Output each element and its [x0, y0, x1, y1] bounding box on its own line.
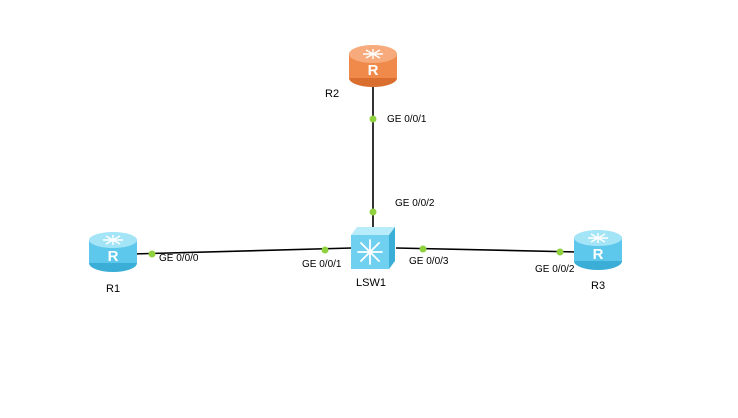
port-dot-lsw1-ge001 — [321, 246, 329, 254]
switch-lsw1[interactable] — [351, 227, 395, 269]
device-label-r1: R1 — [106, 283, 121, 295]
port-label-r2-ge001: GE 0/0/1 — [387, 114, 427, 125]
router-r1[interactable]: R — [89, 232, 137, 272]
port-label-lsw1-ge003: GE 0/0/3 — [409, 256, 449, 267]
port-dot-r1-ge000 — [148, 250, 156, 258]
port-dot-lsw1-ge002 — [369, 208, 377, 216]
port-label-r3-ge002: GE 0/0/2 — [535, 264, 575, 275]
router-arrows-icon — [363, 49, 383, 59]
router-arrows-icon — [588, 233, 608, 243]
router-r2[interactable]: R — [349, 45, 397, 87]
router-arrows-icon — [103, 235, 123, 245]
port-label-r1-ge000: GE 0/0/0 — [159, 253, 199, 264]
port-label-lsw1-ge002: GE 0/0/2 — [395, 198, 435, 209]
router-r3[interactable]: R — [574, 230, 622, 270]
port-label-lsw1-ge001: GE 0/0/1 — [302, 259, 342, 270]
router-r-glyph-icon: R — [108, 248, 119, 265]
router-r-glyph-icon: R — [593, 246, 604, 263]
link-r1-lsw1[interactable] — [131, 247, 353, 255]
device-label-lsw1: LSW1 — [356, 277, 386, 289]
router-r-glyph-icon: R — [368, 62, 379, 79]
port-dot-lsw1-ge003 — [419, 245, 427, 253]
device-label-r2: R2 — [325, 88, 340, 100]
switch-arrows-icon — [357, 239, 383, 265]
port-dot-r2-ge001 — [369, 115, 377, 123]
port-dot-r3-ge002 — [556, 248, 564, 256]
device-label-r3: R3 — [591, 280, 606, 292]
